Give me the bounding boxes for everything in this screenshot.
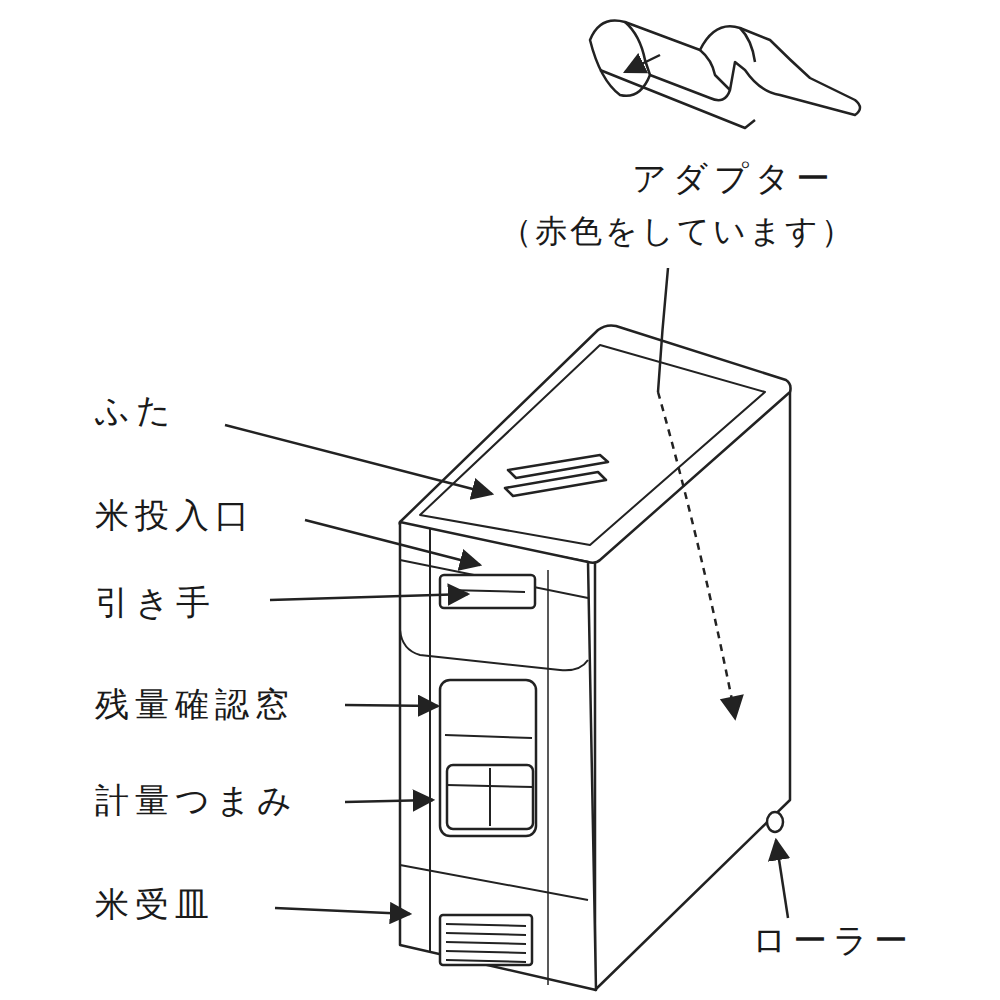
adapter-part [590, 20, 860, 128]
part-label: 米受皿 [95, 884, 215, 925]
part-label: 米投入口 [95, 495, 255, 536]
adapter-arrow [658, 268, 742, 718]
dispenser-body [400, 326, 791, 991]
part-label: ローラー [752, 920, 914, 961]
part-label: （赤色をしています） [500, 212, 856, 250]
part-label: 計量つまみ [95, 780, 298, 821]
part-label: 引き手 [95, 582, 216, 623]
part-label: ふた [95, 390, 177, 431]
part-label: 残量確認窓 [95, 684, 295, 725]
part-label: アダプター [632, 158, 836, 199]
leader-lines [225, 425, 788, 918]
